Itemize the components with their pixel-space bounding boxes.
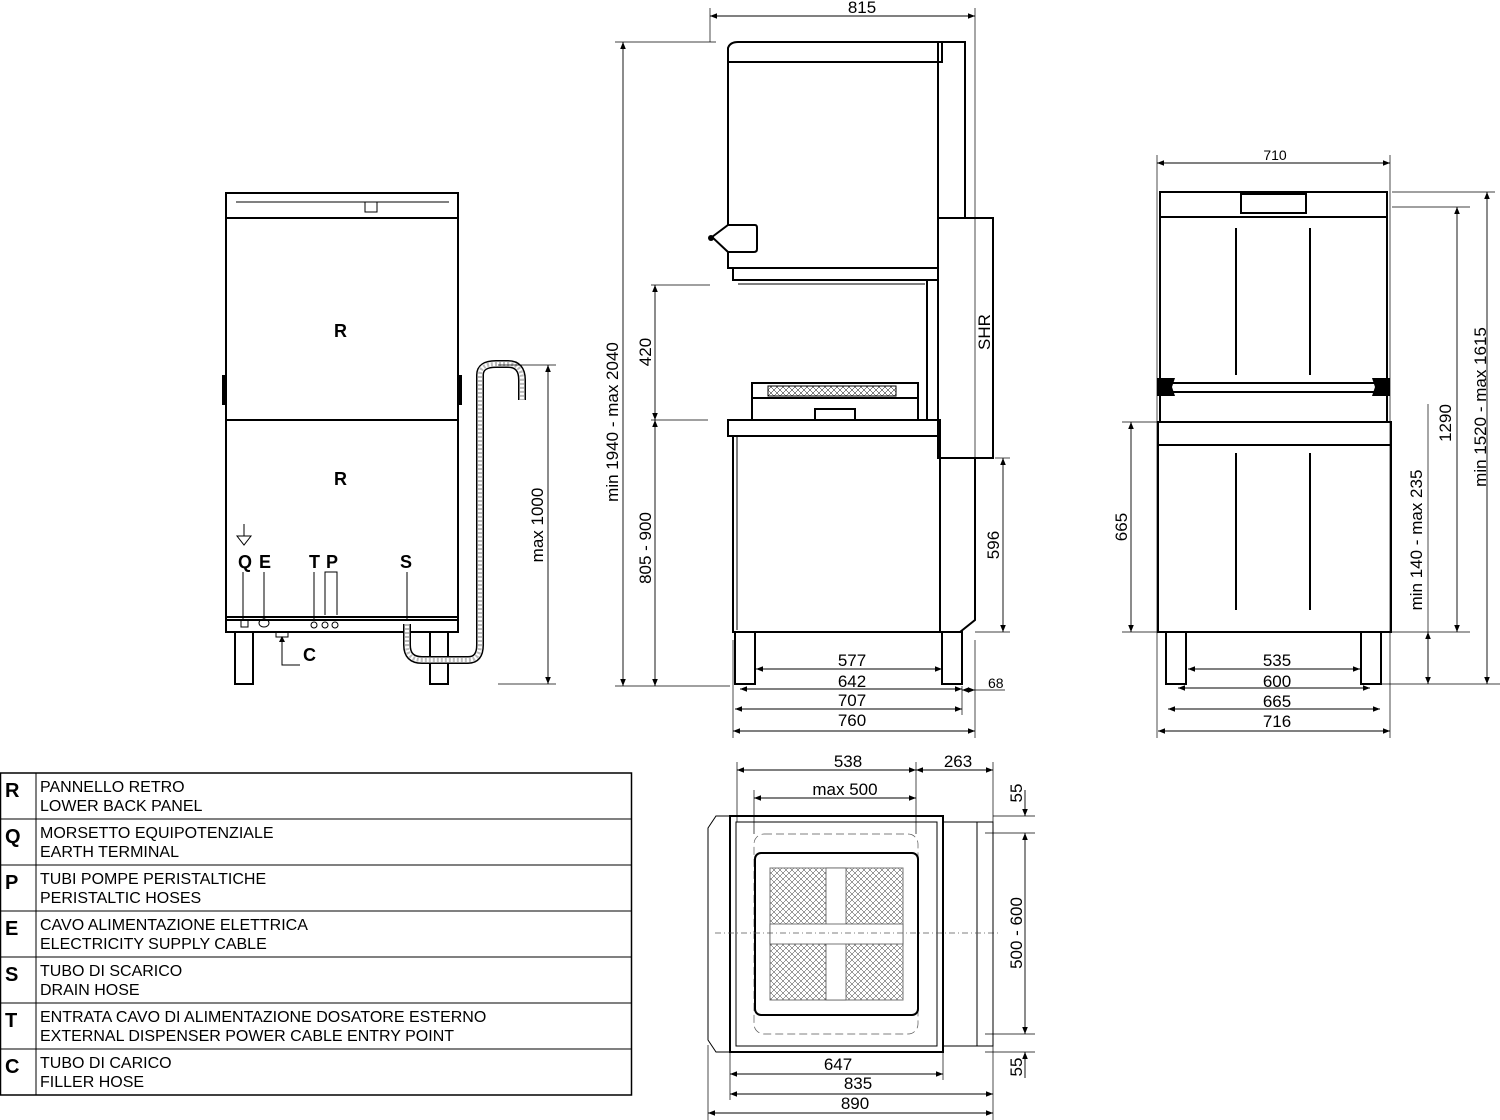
dim-hose-height: max 1000	[528, 488, 547, 563]
legend-row: P TUBI POMPE PERISTALTICHE PERISTALTIC H…	[5, 871, 266, 907]
label-s: S	[400, 552, 412, 572]
legend-english: DRAIN HOSE	[40, 982, 140, 999]
dim-647: 647	[824, 1055, 852, 1074]
hood	[727, 61, 939, 269]
dim-1290: 1290	[1436, 404, 1455, 442]
dim-665-vertical: 665	[1112, 513, 1131, 541]
dim-55-top: 55	[1007, 784, 1026, 803]
shr-label: SHR	[975, 314, 994, 350]
drain-hose	[403, 360, 526, 664]
top-view: 538 263 max 500 55 500 - 600 55 647 835 …	[707, 752, 1035, 1120]
dim-535: 535	[1263, 651, 1291, 670]
leg	[734, 631, 756, 685]
legend-code: T	[5, 1010, 17, 1032]
legend-english: LOWER BACK PANEL	[40, 798, 203, 815]
legend-row: Q MORSETTO EQUIPOTENZIALE EARTH TERMINAL	[5, 825, 274, 861]
rack-top	[754, 852, 919, 1016]
side-view: SHR 815 min 1940 - max 2040 420 805 - 90…	[603, 0, 1010, 738]
legend-row: T ENTRATA CAVO DI ALIMENTAZIONE DOSATORE…	[5, 1009, 486, 1045]
dim-835: 835	[844, 1074, 872, 1093]
legend-italian: TUBO DI CARICO	[40, 1055, 172, 1072]
legend-italian: CAVO ALIMENTAZIONE ELETTRICA	[40, 917, 308, 934]
dim-total-height: min 1940 - max 2040	[603, 342, 622, 502]
dim-420: 420	[636, 338, 655, 366]
front-view: 710 665 min 140 - max 235 1290 min 1520 …	[1112, 147, 1500, 738]
dim-538: 538	[834, 752, 862, 771]
legend-row: S TUBO DI SCARICO DRAIN HOSE	[5, 963, 182, 999]
legend-code: S	[5, 964, 18, 986]
top-frame	[225, 192, 459, 219]
dim-805-900: 805 - 900	[636, 512, 655, 584]
lower-cabinet-front	[1157, 421, 1392, 633]
legend-code: P	[5, 872, 18, 894]
legend-table: R PANNELLO RETRO LOWER BACK PANEL Q MORS…	[0, 772, 633, 1096]
label-q: Q	[238, 552, 252, 572]
dim-263: 263	[944, 752, 972, 771]
label-t: T	[309, 552, 320, 572]
label-c: C	[303, 645, 316, 665]
dim-890: 890	[841, 1094, 869, 1113]
dim-total-height-front: min 1520 - max 1615	[1471, 327, 1490, 487]
hood-handle-bar	[1165, 382, 1382, 393]
legend-italian: ENTRATA CAVO DI ALIMENTAZIONE DOSATORE E…	[40, 1009, 486, 1026]
back-view: R R Q E T P S C max 1000	[222, 192, 556, 685]
dim-665: 665	[1263, 692, 1291, 711]
dim-716: 716	[1263, 712, 1291, 731]
dim-760: 760	[838, 711, 866, 730]
legend-english: EARTH TERMINAL	[40, 844, 179, 861]
legend-code: Q	[5, 826, 21, 848]
dim-710: 710	[1263, 147, 1287, 163]
dim-600: 600	[1263, 672, 1291, 691]
dim-feet-height: min 140 - max 235	[1407, 470, 1426, 611]
dim-55-bottom: 55	[1007, 1058, 1026, 1077]
lower-back-panel	[225, 419, 459, 621]
dim-500-600: 500 - 600	[1007, 897, 1026, 969]
legend-english: PERISTALTIC HOSES	[40, 890, 201, 907]
legend-row: E CAVO ALIMENTAZIONE ELETTRICA ELECTRICI…	[5, 917, 308, 953]
dim-68: 68	[988, 675, 1004, 691]
leg	[941, 631, 963, 685]
dim-642: 642	[838, 672, 866, 691]
leg	[234, 631, 254, 685]
legend-english: ELECTRICITY SUPPLY CABLE	[40, 936, 267, 953]
legend-english: FILLER HOSE	[40, 1074, 144, 1091]
hood-handle	[710, 224, 758, 253]
legend-code: C	[5, 1056, 19, 1078]
upper-back-panel	[225, 217, 459, 421]
shr-top	[942, 821, 994, 1047]
lower-cabinet	[732, 435, 941, 633]
panel-label-lower: R	[334, 469, 347, 489]
legend-row: C TUBO DI CARICO FILLER HOSE	[5, 1055, 172, 1091]
worktop	[727, 419, 941, 437]
label-p: P	[326, 552, 338, 572]
legend-italian: PANNELLO RETRO	[40, 779, 185, 796]
dim-max-500: max 500	[812, 780, 877, 799]
legend-italian: TUBI POMPE PERISTALTICHE	[40, 871, 266, 888]
legend-code: R	[5, 780, 20, 802]
legend-italian: TUBO DI SCARICO	[40, 963, 182, 980]
base	[225, 616, 459, 633]
legend-english: EXTERNAL DISPENSER POWER CABLE ENTRY POI…	[40, 1028, 454, 1045]
legend-italian: MORSETTO EQUIPOTENZIALE	[40, 825, 274, 842]
dim-596: 596	[984, 531, 1003, 559]
leg	[1360, 631, 1382, 685]
legend-row: R PANNELLO RETRO LOWER BACK PANEL	[5, 779, 203, 815]
dim-707: 707	[838, 691, 866, 710]
legend-code: E	[5, 918, 18, 940]
earth-symbol-icon	[235, 524, 253, 546]
label-e: E	[259, 552, 271, 572]
display	[1240, 193, 1307, 214]
dim-577: 577	[838, 651, 866, 670]
panel-label-upper: R	[334, 321, 347, 341]
dim-815: 815	[848, 0, 876, 17]
leg	[1165, 631, 1187, 685]
